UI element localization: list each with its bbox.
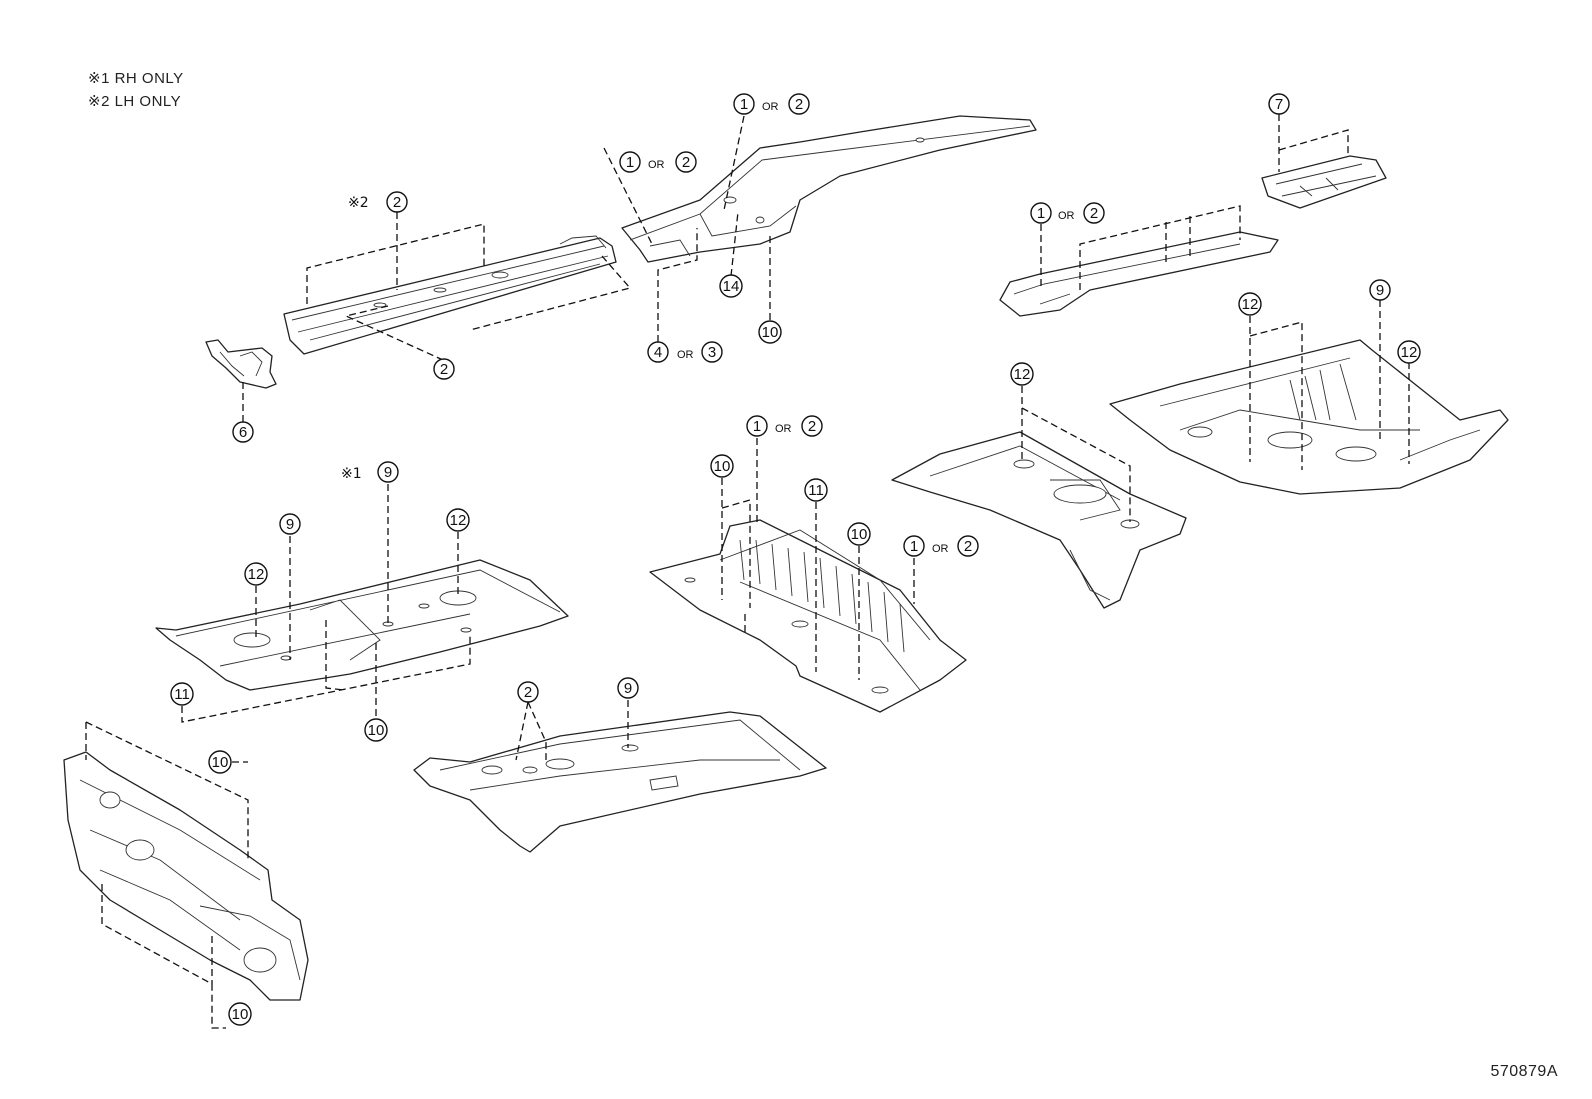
- callout-2: [386, 191, 408, 213]
- callout-10: [228, 1002, 252, 1026]
- callout-12: [446, 508, 470, 532]
- mid-floor-tunnel-part: [891, 431, 1187, 609]
- rear-floor-pan-part: [1109, 339, 1509, 495]
- callout-1: [746, 415, 768, 437]
- callout-9: [279, 513, 301, 535]
- dash-panel-part: [63, 751, 309, 1001]
- diagram-notes: ※1 RH ONLY ※2 LH ONLY: [88, 67, 184, 113]
- leader-lines: [85, 114, 1410, 1029]
- or-label: OR: [677, 349, 694, 361]
- callout-4: [647, 341, 669, 363]
- callout-14: [719, 274, 743, 298]
- callout-2: [675, 151, 697, 173]
- frame-rail-part: [621, 115, 1037, 263]
- callout-10: [758, 320, 782, 344]
- callout-1: [619, 151, 641, 173]
- note-lh-only: ※2 LH ONLY: [88, 93, 182, 110]
- callout-1: [1030, 202, 1052, 224]
- callout-1: [733, 93, 755, 115]
- callout-6: [232, 421, 254, 443]
- front-floor-part: [155, 559, 569, 691]
- callout-1: [903, 535, 925, 557]
- callout-10: [364, 718, 388, 742]
- note-rh-only: ※1 RH ONLY: [88, 70, 184, 87]
- callout-2: [788, 93, 810, 115]
- side-member-part-2: [283, 235, 617, 355]
- callout-9: [1369, 279, 1391, 301]
- or-label: OR: [1058, 210, 1075, 222]
- callout-11: [170, 682, 194, 706]
- callout-12: [1010, 362, 1034, 386]
- callout-7: [1268, 93, 1290, 115]
- or-label: OR: [762, 101, 779, 113]
- callout-2: [1083, 202, 1105, 224]
- front-tunnel-part: [413, 711, 827, 853]
- callout-2: [801, 415, 823, 437]
- callout-12: [244, 562, 268, 586]
- bracket-part-6: [205, 339, 277, 389]
- diagram-reference-code: 570879A: [1490, 1063, 1558, 1080]
- callout-12: [1397, 340, 1421, 364]
- callouts: ※2 ※1 OR OR OR OR OR: [170, 93, 1421, 1026]
- callout-3: [701, 341, 723, 363]
- callout-9: [617, 677, 639, 699]
- callout-10: [710, 454, 734, 478]
- rear-rail-part: [999, 231, 1279, 317]
- callout-2: [517, 681, 539, 703]
- callout-2: [957, 535, 979, 557]
- or-label: OR: [932, 543, 949, 555]
- callout-10: [208, 750, 232, 774]
- callout-10: [847, 522, 871, 546]
- or-label: OR: [648, 159, 665, 171]
- center-floor-ribbed-part: [649, 519, 967, 713]
- callout-9: [377, 461, 399, 483]
- lh-only-mark: ※2: [348, 195, 369, 211]
- or-label: OR: [775, 423, 792, 435]
- callout-11: [804, 478, 828, 502]
- callout-12: [1238, 292, 1262, 316]
- rib-pattern: [739, 539, 905, 653]
- rh-only-mark: ※1: [341, 466, 362, 482]
- rear-panel-part-7: [1261, 155, 1387, 209]
- callout-2: [433, 358, 455, 380]
